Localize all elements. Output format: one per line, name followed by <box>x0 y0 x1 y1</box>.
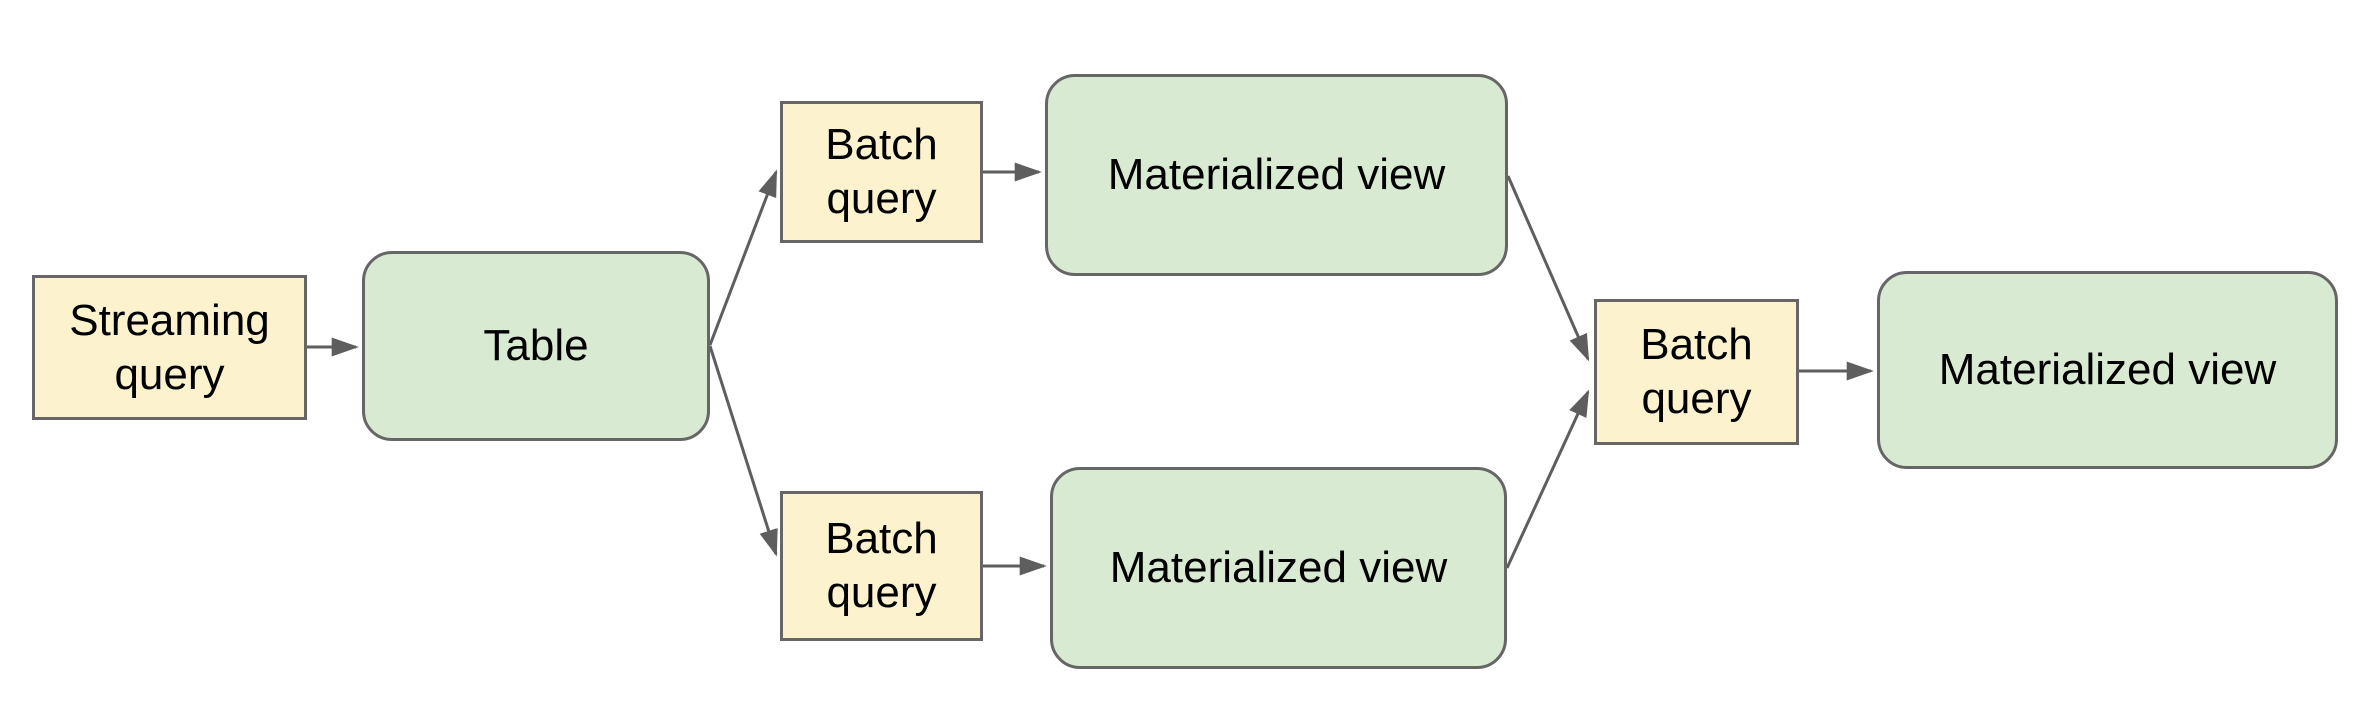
node-table: Table <box>362 251 710 441</box>
node-streaming-query: Streaming query <box>32 275 307 420</box>
edge-table-to-batch-query-top <box>708 169 778 346</box>
node-label-mv-right: Materialized view <box>1938 345 2277 395</box>
node-label-mv-top: Materialized view <box>1107 150 1446 200</box>
node-batch-query-bottom: Batch query <box>780 491 983 641</box>
node-label-batch-query-right: Batch query <box>1640 320 1753 423</box>
node-label-streaming-query: Streaming query <box>69 295 270 399</box>
node-mv-bottom: Materialized view <box>1050 467 1507 669</box>
node-label-mv-bottom: Materialized view <box>1109 543 1448 593</box>
node-label-batch-query-bottom: Batch query <box>825 514 938 617</box>
node-label-batch-query-top: Batch query <box>825 120 938 223</box>
node-batch-query-top: Batch query <box>780 101 983 243</box>
edge-table-to-batch-query-bottom <box>708 345 778 557</box>
node-label-table: Table <box>483 321 589 371</box>
node-mv-top: Materialized view <box>1045 74 1508 276</box>
node-mv-right: Materialized view <box>1877 271 2338 469</box>
edge-mv-bottom-to-batch-query-right <box>1505 389 1590 569</box>
node-batch-query-right: Batch query <box>1594 299 1799 445</box>
edge-mv-top-to-batch-query-right <box>1506 175 1590 362</box>
